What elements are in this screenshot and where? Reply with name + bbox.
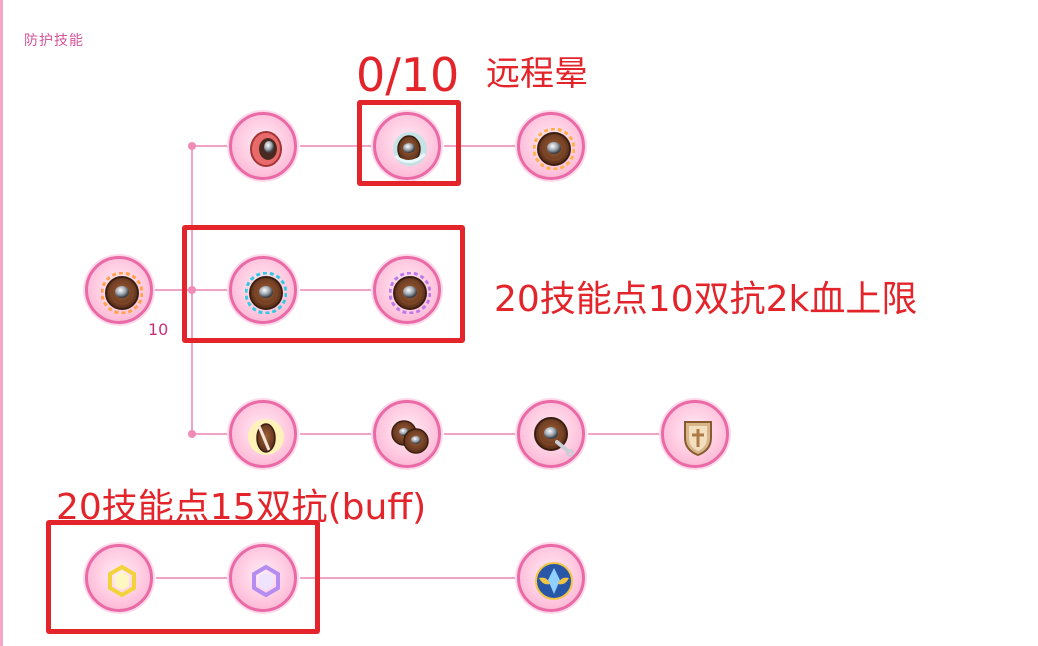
highlight-box-bottom-row — [46, 520, 320, 634]
whirl-shield-icon — [389, 128, 431, 170]
skill-points-counter: 0/10 — [356, 48, 460, 102]
skill-node-double-shield[interactable] — [373, 400, 441, 468]
panel-title: 防护技能 — [24, 33, 84, 49]
hexagon-icon — [245, 560, 287, 602]
skill-node-winged-crest[interactable] — [517, 544, 585, 612]
skill-node-wrench-shield[interactable] — [517, 400, 585, 468]
skill-node-cross-shield[interactable] — [661, 400, 729, 468]
winged-crest-icon — [533, 560, 575, 602]
skill-node-root[interactable] — [85, 256, 153, 324]
skill-node-hexagon-yellow[interactable] — [85, 544, 153, 612]
skill-node-shield-r2b[interactable] — [373, 256, 441, 324]
shield-icon — [533, 128, 575, 170]
annotation-bottom-row: 20技能点15双抗(buff) — [56, 487, 427, 528]
wrench-shield-icon — [533, 416, 575, 458]
eye-icon — [245, 128, 287, 170]
panel-left-border — [0, 0, 3, 646]
shield-icon — [245, 272, 287, 314]
annotation-ranged-stun: 远程晕 — [486, 54, 588, 94]
cross-shield-icon — [677, 416, 719, 458]
junction-dot — [188, 286, 196, 294]
junction-dot — [188, 430, 196, 438]
shield-icon — [389, 272, 431, 314]
skill-node-hexagon-violet[interactable] — [229, 544, 297, 612]
highlight-box-middle-row — [182, 225, 465, 343]
skill-node-shield-r3a[interactable] — [229, 400, 297, 468]
skill-level-number: 10 — [148, 320, 169, 339]
shield-icon — [101, 272, 143, 314]
skill-node-shield-r1c[interactable] — [517, 112, 585, 180]
shield-icon — [245, 416, 287, 458]
junction-dot — [188, 142, 196, 150]
skill-node-shield-r2a[interactable] — [229, 256, 297, 324]
highlight-box-ranged-stun — [357, 100, 461, 186]
skill-node-eye[interactable] — [229, 112, 297, 180]
annotation-middle-row: 20技能点10双抗2k血上限 — [494, 279, 918, 320]
skill-node-whirl-shield[interactable] — [373, 112, 441, 180]
double-shield-icon — [389, 416, 431, 458]
